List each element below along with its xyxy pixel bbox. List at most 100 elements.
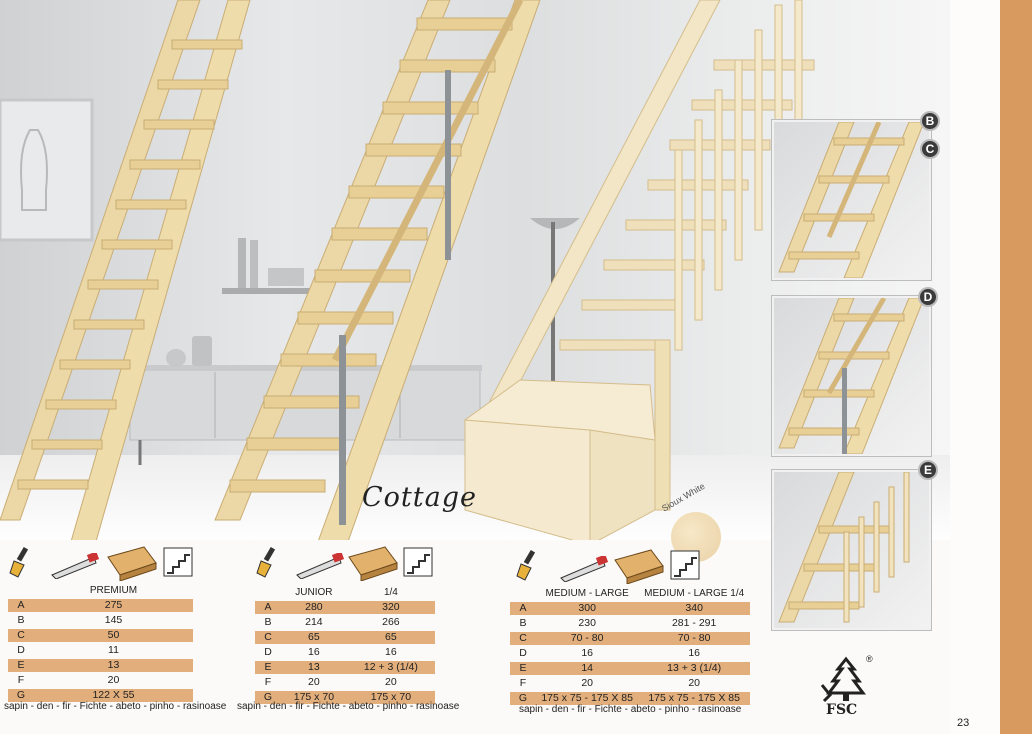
row-key: G — [255, 691, 281, 704]
cell: 16 — [581, 647, 593, 659]
cell: 20 — [688, 677, 700, 689]
row-key: F — [17, 674, 25, 686]
orange-margin-band — [1000, 0, 1032, 734]
stairs-illustration — [0, 0, 815, 540]
wood-plank-icon — [614, 549, 664, 584]
row-key: B — [264, 616, 272, 628]
badge-e: E — [918, 460, 938, 480]
row-key: A — [510, 602, 536, 615]
thumbnail-e — [771, 469, 932, 631]
thumbnail-bc — [771, 119, 932, 281]
wood-plank-icon — [107, 546, 157, 581]
column-header: JUNIOR — [295, 587, 333, 598]
cell: 122 X 55 — [34, 689, 193, 702]
thumbnail-d — [771, 295, 932, 457]
paint-brush-icon — [256, 546, 276, 578]
column-header: 1/4 — [383, 587, 398, 598]
icons-junior — [255, 545, 440, 585]
cell: 214 — [305, 616, 323, 628]
cell: 70 - 80 — [536, 632, 639, 645]
cell: 320 — [346, 601, 435, 614]
cell: 16 — [308, 646, 320, 658]
cell: 230 — [578, 617, 596, 629]
row-key: F — [264, 676, 272, 688]
icons-medium-large — [515, 548, 700, 588]
cell: 175 x 75 - 175 X 85 — [638, 692, 750, 705]
saw-icon — [51, 553, 100, 579]
cell: 13 — [34, 659, 193, 672]
column-header: MEDIUM - LARGE 1/4 — [644, 588, 745, 599]
cell: 20 — [107, 674, 120, 686]
stairs-icon — [163, 547, 193, 577]
wood-species-note: sapin - den - fir - Fichte - abeto - pin… — [519, 704, 742, 715]
cell: 20 — [581, 677, 593, 689]
row-key: E — [8, 659, 34, 672]
registered-mark: ® — [866, 654, 873, 664]
wood-species-note: sapin - den - fir - Fichte - abeto - pin… — [237, 701, 460, 712]
row-key: C — [510, 632, 536, 645]
saw-icon — [560, 556, 609, 582]
cell: 65 — [346, 631, 435, 644]
row-key: E — [510, 662, 536, 675]
cell: 16 — [385, 646, 397, 658]
cell: 65 — [281, 631, 347, 644]
column-header: MEDIUM - LARGE — [545, 588, 629, 599]
row-key: F — [519, 677, 527, 689]
thumbnail-ladder-icon — [778, 298, 925, 454]
thumbnail-ladder-icon — [778, 122, 925, 278]
wood-species-note: sapin - den - fir - Fichte - abeto - pin… — [4, 701, 227, 712]
fsc-label: FSC — [826, 702, 858, 718]
table-row: D 16 16 — [510, 647, 750, 660]
paint-brush-icon — [9, 546, 29, 578]
wood-plank-icon — [348, 546, 398, 581]
thumbnail-ladder-icon — [778, 472, 910, 623]
row-key: G — [510, 692, 536, 705]
table-row: B 214 266 — [255, 616, 435, 629]
cell: 300 — [536, 602, 639, 615]
table-header-row: PREMIUM — [8, 585, 193, 597]
saw-icon — [296, 553, 345, 579]
cell: 266 — [382, 616, 400, 628]
row-key: D — [17, 644, 25, 656]
cell: 20 — [385, 676, 397, 688]
column-header: PREMIUM — [89, 585, 138, 596]
cell: 145 — [104, 614, 123, 626]
paint-brush-icon — [516, 549, 536, 581]
table-row: F 20 20 — [510, 677, 750, 690]
cell: 11 — [108, 644, 119, 656]
cell: 281 - 291 — [671, 617, 717, 629]
stairs-icon — [403, 547, 433, 577]
badge-c: C — [920, 139, 940, 159]
row-key: C — [255, 631, 281, 644]
table-row: F 20 — [8, 674, 193, 687]
cell: 175 x 70 — [346, 691, 435, 704]
cell: 16 — [688, 647, 700, 659]
cell: 13 + 3 (1/4) — [638, 662, 750, 675]
row-key: G — [8, 689, 34, 702]
table-header-row: JUNIOR 1/4 — [255, 587, 435, 599]
row-key: C — [8, 629, 34, 642]
row-key: B — [17, 614, 25, 626]
cell: 12 + 3 (1/4) — [346, 661, 435, 674]
cell: 14 — [536, 662, 639, 675]
cell: 13 — [281, 661, 347, 674]
page-number: 23 — [957, 717, 970, 729]
row-key: D — [519, 647, 527, 659]
cell: 175 x 75 - 175 X 85 — [536, 692, 639, 705]
row-key: E — [255, 661, 281, 674]
